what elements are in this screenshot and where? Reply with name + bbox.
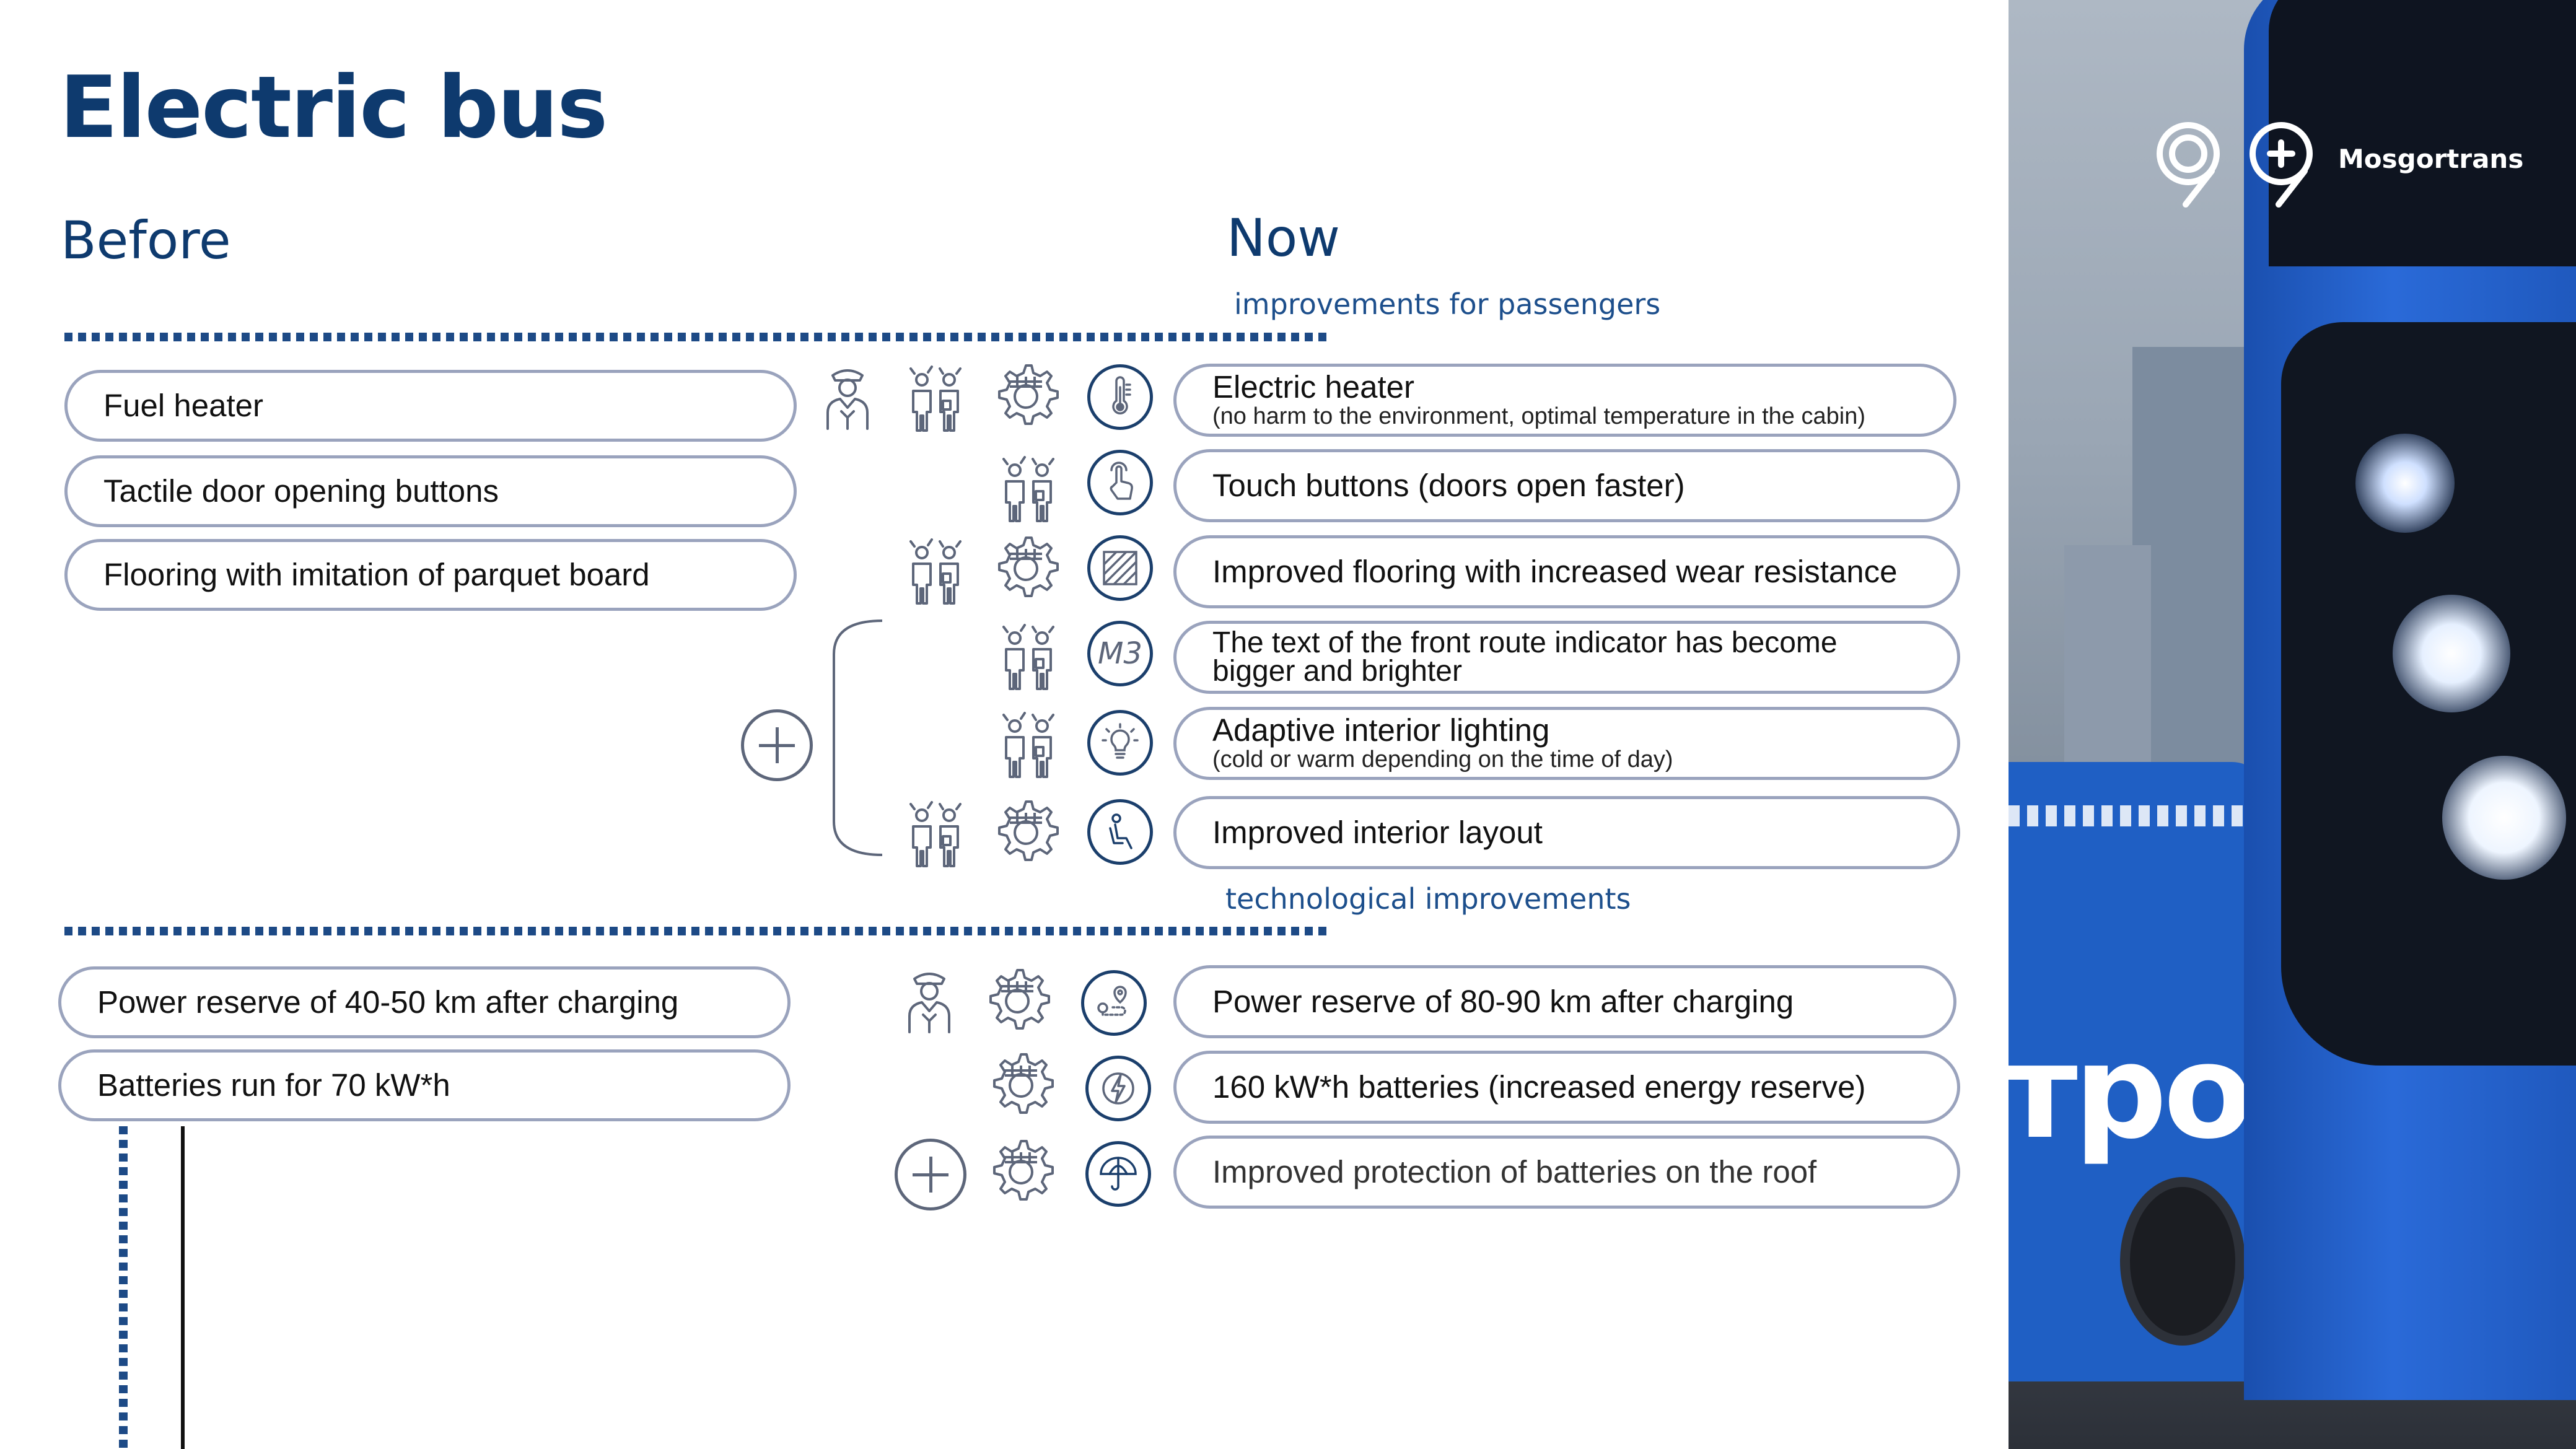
before-item-batteries: Batteries run for 70 kW*h: [58, 1049, 791, 1121]
route-sign-label: M3: [1098, 636, 1142, 671]
before-heading: Before: [61, 210, 231, 271]
now-item-power-reserve: Power reserve of 80-90 km after charging: [1173, 965, 1956, 1038]
staff-icon: [905, 799, 966, 869]
bus-wave-stripe: [2009, 805, 2256, 826]
now-item-electric-heater: Electric heater (no harm to the environm…: [1173, 364, 1956, 437]
before-item-door-buttons: Tactile door opening buttons: [64, 455, 797, 527]
now-item-interior-layout: Improved interior layout: [1173, 796, 1960, 869]
vertical-divider-dotted: [119, 1126, 128, 1449]
staff-icon: [905, 536, 966, 606]
bus-windshield: [2269, 0, 2576, 266]
divider-tech: [64, 927, 1330, 935]
divider-passengers: [64, 333, 1330, 341]
umbrella-icon: [1085, 1141, 1151, 1207]
now-item-label: Improved protection of batteries on the …: [1212, 1154, 1817, 1190]
mosgortrans-logo-icon: [2245, 118, 2317, 211]
now-item-flooring: Improved flooring with increased wear re…: [1173, 535, 1960, 608]
plus-icon: [741, 709, 813, 781]
section-label-passengers: improvements for passengers: [1234, 287, 1661, 321]
mosgortrans-logo-icon: [2152, 118, 2224, 211]
touch-icon: [1087, 450, 1153, 515]
now-heading: Now: [1227, 208, 1340, 268]
group-bracket: [833, 619, 883, 856]
section-label-tech: technological improvements: [1225, 882, 1631, 916]
headlight: [2393, 595, 2510, 712]
now-item-batteries: 160 kW*h batteries (increased energy res…: [1173, 1051, 1960, 1124]
route-sign-icon: M3: [1087, 621, 1153, 686]
before-item-power-reserve: Power reserve of 40-50 km after charging: [58, 966, 791, 1038]
before-item-label: Tactile door opening buttons: [103, 473, 499, 509]
seat-icon: [1087, 799, 1153, 865]
headlight: [2442, 756, 2566, 880]
maintenance-gear-icon: [991, 534, 1061, 603]
staff-icon: [997, 710, 1059, 779]
staff-icon: [997, 454, 1059, 523]
light-bulb-icon: [1087, 710, 1153, 776]
maintenance-gear-icon: [991, 798, 1061, 867]
maintenance-gear-icon: [986, 1051, 1056, 1120]
maintenance-gear-icon: [991, 362, 1061, 431]
before-item-label: Power reserve of 40-50 km after charging: [97, 984, 679, 1020]
now-item-label: Improved flooring with increased wear re…: [1212, 554, 1898, 590]
now-item-route-indicator: The text of the front route indicator ha…: [1173, 621, 1960, 694]
driver-icon: [817, 362, 878, 431]
bus-wheel: [2120, 1177, 2245, 1346]
staff-icon: [997, 622, 1059, 691]
bus-photo: тробус. Mosgortrans: [2009, 0, 2576, 1449]
driver-icon: [898, 965, 960, 1035]
plus-icon: [895, 1139, 966, 1210]
now-item-label: Electric heater: [1212, 369, 1414, 405]
headlight: [2355, 434, 2455, 533]
vertical-line: [181, 1126, 185, 1449]
now-item-battery-protection: Improved protection of batteries on the …: [1173, 1136, 1960, 1209]
maintenance-gear-icon: [986, 1137, 1056, 1207]
now-item-label: 160 kW*h batteries (increased energy res…: [1212, 1069, 1866, 1105]
battery-bolt-icon: [1085, 1056, 1151, 1121]
now-item-sub: (no harm to the environment, optimal tem…: [1212, 403, 1865, 429]
now-item-label: Touch buttons (doors open faster): [1212, 468, 1685, 504]
now-item-touch-buttons: Touch buttons (doors open faster): [1173, 449, 1960, 522]
now-item-adaptive-lighting: Adaptive interior lighting (cold or warm…: [1173, 707, 1960, 780]
now-item-sub: (cold or warm depending on the time of d…: [1212, 746, 1673, 773]
maintenance-gear-icon: [983, 966, 1052, 1036]
staff-icon: [905, 364, 966, 433]
before-item-label: Flooring with imitation of parquet board: [103, 557, 650, 593]
before-item-flooring: Flooring with imitation of parquet board: [64, 539, 797, 611]
building-shape: [2132, 347, 2256, 781]
floor-icon: [1087, 535, 1153, 601]
page-title: Electric bus: [59, 58, 608, 157]
thermometer-icon: [1087, 364, 1153, 430]
before-item-fuel-heater: Fuel heater: [64, 370, 797, 442]
now-item-label: Power reserve of 80-90 km after charging: [1212, 984, 1794, 1020]
brand-name: Mosgortrans: [2338, 144, 2524, 174]
route-map-icon: [1081, 970, 1147, 1036]
now-item-label: The text of the front route indicator ha…: [1212, 626, 1838, 688]
before-item-label: Batteries run for 70 kW*h: [97, 1067, 450, 1103]
now-item-label: Improved interior layout: [1212, 815, 1543, 851]
now-item-label: Adaptive interior lighting: [1212, 712, 1550, 748]
before-item-label: Fuel heater: [103, 388, 263, 424]
